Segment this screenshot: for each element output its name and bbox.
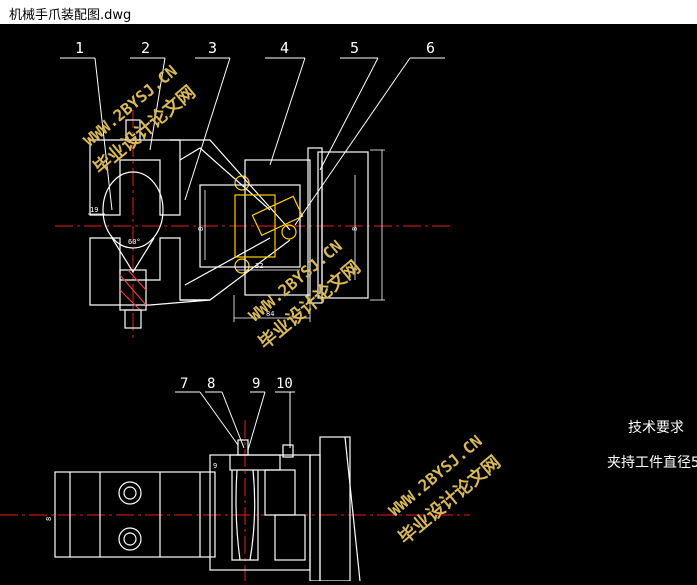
bottom-callouts [175,391,295,451]
callout-7: 7 [180,376,188,392]
callout-9: 9 [252,376,260,392]
drawing-canvas[interactable]: 1 2 3 4 5 6 19 60° 8 32 84 8 [0,24,697,582]
window-title: 机械手爪装配图.dwg [9,8,132,23]
dim-8b: 8 [351,227,359,231]
dim-angle: 60° [128,238,141,246]
callout-6: 6 [426,39,435,57]
dim-8: 8 [197,227,205,231]
callout-10: 10 [276,376,293,392]
dim-32: 32 [255,262,263,270]
top-callout-labels: 1 2 3 4 5 6 [75,39,435,57]
callout-5: 5 [350,39,359,57]
cad-drawing[interactable]: 1 2 3 4 5 6 19 60° 8 32 84 8 [0,24,697,582]
notes-heading: 技术要求 [628,420,684,436]
top-view [55,110,450,340]
callout-4: 4 [280,39,289,57]
dim-9: 9 [213,462,217,470]
watermark-3: 毕业设计论文网 WWW.2BYSJ.CN [385,431,505,549]
top-callouts [60,57,445,226]
callout-8: 8 [207,376,215,392]
window-titlebar: 机械手爪装配图.dwg [0,0,697,25]
bottom-callout-labels: 7 8 9 10 [180,376,293,392]
notes-line1: 夹持工件直径50— [607,454,697,471]
dim-84: 84 [266,310,274,318]
bottom-view [0,420,470,582]
technical-notes: 技术要求 夹持工件直径50— [607,420,697,471]
dim-8c: 8 [45,517,53,521]
dim-19: 19 [90,206,98,214]
callout-3: 3 [208,39,217,57]
callout-2: 2 [141,39,150,57]
callout-1: 1 [75,39,84,57]
